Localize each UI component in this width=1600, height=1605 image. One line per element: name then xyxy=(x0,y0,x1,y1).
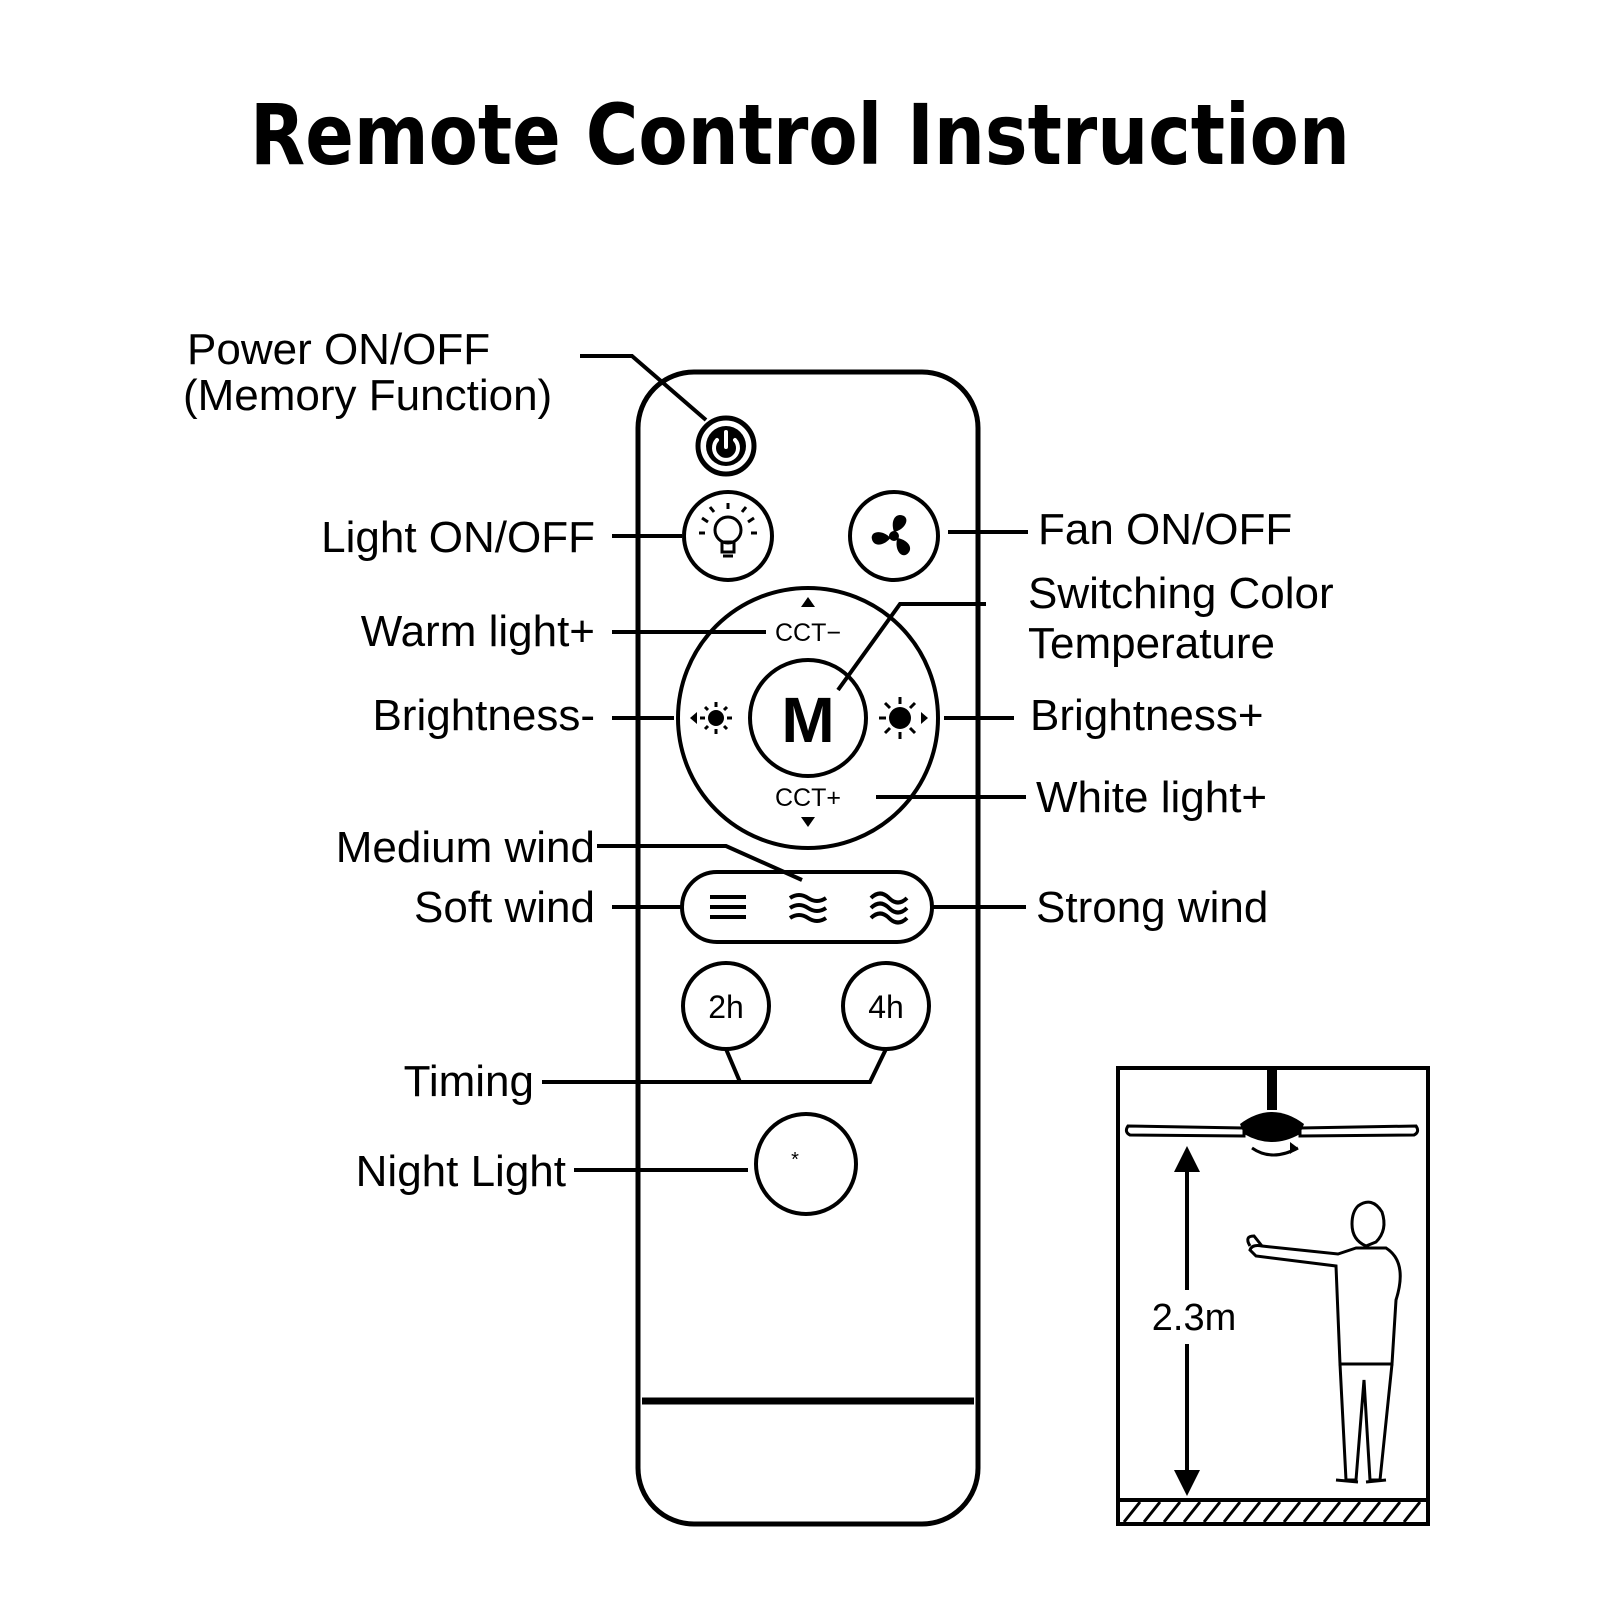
timer-2h-button[interactable]: 2h xyxy=(681,961,771,1051)
brightness-up-button[interactable] xyxy=(879,697,928,739)
leader-timing xyxy=(724,1048,888,1084)
person-drawing xyxy=(1246,1200,1402,1484)
label-timing: Timing xyxy=(404,1057,534,1106)
leader-power xyxy=(580,354,708,422)
fan-button[interactable] xyxy=(848,490,940,582)
bulb-icon xyxy=(699,503,757,558)
label-power-line2: (Memory Function) xyxy=(183,371,552,420)
control-ring xyxy=(676,586,940,850)
wave-lines-icon xyxy=(788,893,828,923)
sun-small-icon xyxy=(690,702,732,734)
label-switch-line1: Switching Color xyxy=(1028,569,1334,618)
soft-wind-button[interactable] xyxy=(710,895,746,919)
label-night: Night Light xyxy=(356,1147,566,1196)
timer-2h-label: 2h xyxy=(708,989,744,1025)
label-brightness-plus: Brightness+ xyxy=(1030,691,1264,740)
cct-minus-button[interactable]: CCT− xyxy=(775,597,841,647)
ceiling-fan-drawing xyxy=(1124,1068,1420,1157)
medium-wind-button[interactable] xyxy=(788,893,828,923)
light-button[interactable] xyxy=(682,490,774,582)
label-light: Light ON/OFF xyxy=(321,513,595,562)
strong-wave-icon xyxy=(869,891,909,925)
label-switch-line2: Temperature xyxy=(1028,619,1275,668)
cct-plus-button[interactable]: CCT+ xyxy=(775,784,841,827)
label-warm: Warm light+ xyxy=(361,607,595,656)
sun-large-icon xyxy=(879,697,928,739)
label-medium: Medium wind xyxy=(336,823,595,872)
timer-4h-label: 4h xyxy=(868,989,904,1025)
strong-wind-button[interactable] xyxy=(869,891,909,925)
label-brightness-minus: Brightness- xyxy=(372,691,595,740)
night-light-button[interactable]: * xyxy=(754,1112,858,1216)
label-power-line1: Power ON/OFF xyxy=(187,325,490,374)
power-icon xyxy=(706,426,746,466)
triangle-down-icon xyxy=(801,817,815,827)
power-button[interactable] xyxy=(695,415,757,477)
leader-lines xyxy=(542,354,1028,1172)
floor-hatch xyxy=(1120,1498,1426,1523)
label-strong: Strong wind xyxy=(1036,883,1268,932)
fan-icon xyxy=(871,514,911,556)
label-soft: Soft wind xyxy=(414,883,595,932)
height-arrow xyxy=(1174,1146,1200,1496)
remote-body xyxy=(635,369,981,1527)
triangle-up-icon xyxy=(801,597,815,607)
height-label: 2.3m xyxy=(1152,1297,1236,1339)
mode-button[interactable] xyxy=(748,658,868,778)
three-lines-icon xyxy=(710,895,746,919)
page-title: Remote Control Instruction xyxy=(250,86,1350,184)
timer-4h-button[interactable]: 4h xyxy=(841,961,931,1051)
label-fan: Fan ON/OFF xyxy=(1038,505,1292,554)
label-white: White light+ xyxy=(1036,773,1267,822)
leader-switch xyxy=(836,602,986,692)
installation-inset: 2.3m xyxy=(1116,1066,1430,1526)
cct-plus-label: CCT+ xyxy=(775,784,841,812)
leader-medium xyxy=(597,844,803,882)
mode-button-label[interactable]: M xyxy=(781,684,834,756)
svg-text:*: * xyxy=(791,1149,799,1171)
brightness-down-button[interactable] xyxy=(690,702,732,734)
moon-star-icon: * xyxy=(780,1142,829,1189)
cct-minus-label: CCT− xyxy=(775,619,841,647)
